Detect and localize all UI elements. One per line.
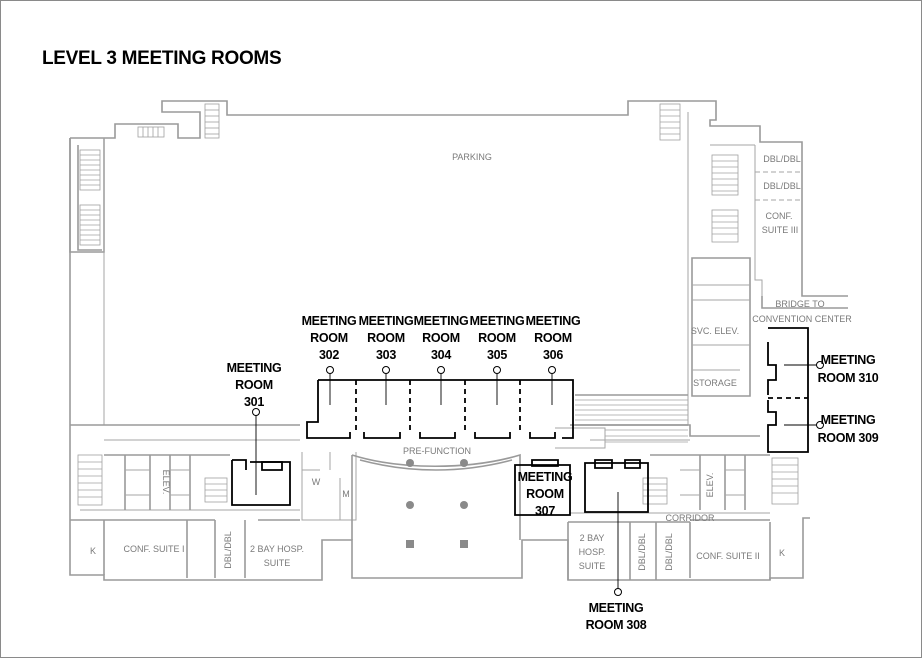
room-309-label-1: MEETING	[821, 413, 876, 427]
meeting-room-301	[231, 459, 291, 506]
room-302-label-2: ROOM	[310, 331, 348, 345]
hosp-suite-right-2: HOSP.	[579, 547, 606, 557]
storage-label: STORAGE	[693, 378, 737, 388]
room-305-label-3: 305	[487, 348, 507, 362]
leader-lines	[252, 361, 824, 596]
conf-suite-ii-label: CONF. SUITE II	[696, 551, 760, 561]
room-308-label-1: MEETING	[589, 601, 644, 615]
room-307-label-3: 307	[535, 504, 555, 518]
w-label: W	[312, 477, 321, 487]
room-301-label-1: MEETING	[227, 361, 282, 375]
room-304-label-2: ROOM	[422, 331, 460, 345]
dbl-dbl-label-b: DBL/DBL	[763, 181, 801, 191]
svc-elev-label: SVC. ELEV.	[691, 326, 739, 336]
room-305-label-2: ROOM	[478, 331, 516, 345]
meeting-rooms-309-310	[767, 327, 809, 453]
m-label: M	[342, 489, 350, 499]
dbl-dbl-label-d: DBL/DBL	[637, 533, 647, 571]
room-304-label-1: MEETING	[414, 314, 469, 328]
room-301-label-2: ROOM	[235, 378, 273, 392]
bridge-label-1: BRIDGE TO	[775, 299, 824, 309]
room-306-label-2: ROOM	[534, 331, 572, 345]
hosp-suite-left-1: 2 BAY HOSP.	[250, 544, 304, 554]
dbl-dbl-label-a: DBL/DBL	[763, 154, 801, 164]
hosp-suite-right-3: SUITE	[579, 561, 606, 571]
dbl-dbl-label-c: DBL/DBL	[223, 531, 233, 569]
room-309-label-2: ROOM 309	[818, 431, 879, 445]
columns	[406, 459, 468, 548]
building-walls	[69, 100, 848, 581]
room-301-label-3: 301	[244, 395, 264, 409]
room-310-label-1: MEETING	[821, 353, 876, 367]
room-302-label-1: MEETING	[302, 314, 357, 328]
k-label-left: K	[90, 546, 96, 556]
room-304-label-3: 304	[431, 348, 451, 362]
parking-label: PARKING	[452, 152, 492, 162]
k-label-right: K	[779, 548, 785, 558]
area-labels: PARKING PRE-FUNCTION CORRIDOR STORAGE SV…	[90, 152, 852, 571]
hosp-suite-right-1: 2 BAY	[580, 533, 605, 543]
room-303-label-2: ROOM	[367, 331, 405, 345]
elev-label-left: ELEV.	[161, 470, 171, 495]
meeting-room-307	[514, 459, 571, 516]
corridor-label: CORRIDOR	[666, 513, 715, 523]
map-title: LEVEL 3 MEETING ROOMS	[42, 48, 282, 69]
room-308-label-2: ROOM 308	[586, 618, 647, 632]
dbl-dbl-label-e: DBL/DBL	[664, 533, 674, 571]
room-307-label-2: ROOM	[526, 487, 564, 501]
room-303-label-3: 303	[376, 348, 396, 362]
conf-suite-iii-label-1: CONF.	[766, 211, 793, 221]
hosp-suite-left-2: SUITE	[264, 558, 291, 568]
conf-suite-iii-label-2: SUITE III	[762, 225, 799, 235]
elev-label-right: ELEV.	[705, 473, 715, 498]
room-302-label-3: 302	[319, 348, 339, 362]
meeting-room-308	[584, 459, 649, 513]
conf-suite-i-label: CONF. SUITE I	[123, 544, 184, 554]
bridge-label-2: CONVENTION CENTER	[752, 314, 852, 324]
meeting-rooms-302-306	[306, 379, 574, 439]
room-307-label-1: MEETING	[518, 470, 573, 484]
room-306-label-1: MEETING	[526, 314, 581, 328]
stairwells	[77, 103, 799, 506]
pre-function-label: PRE-FUNCTION	[403, 446, 471, 456]
meeting-room-labels: MEETING ROOM 301 MEETING ROOM 302 MEETIN…	[227, 314, 879, 632]
room-305-label-1: MEETING	[470, 314, 525, 328]
room-306-label-3: 306	[543, 348, 563, 362]
room-303-label-1: MEETING	[359, 314, 414, 328]
room-310-label-2: ROOM 310	[818, 371, 879, 385]
